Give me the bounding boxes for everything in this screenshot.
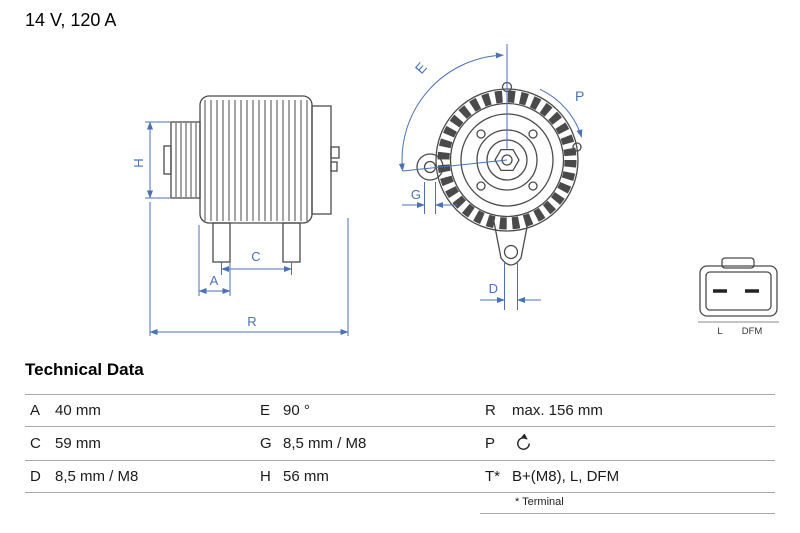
footnote-text: * Terminal bbox=[515, 496, 564, 508]
alternator-technical-drawing: H C A R bbox=[131, 44, 779, 337]
side-view-dimensions: H C A R bbox=[131, 121, 349, 336]
alternator-front-view bbox=[416, 81, 582, 266]
rotation-clockwise-icon bbox=[517, 434, 530, 450]
dimension-label-a: A bbox=[210, 273, 219, 288]
param-value-g: 8,5 mm / M8 bbox=[283, 435, 367, 452]
param-value-c: 59 mm bbox=[55, 435, 101, 452]
connector-pin-label-dfm: DFM bbox=[742, 326, 763, 337]
param-key-r: R bbox=[485, 402, 496, 419]
param-key-c: C bbox=[30, 435, 41, 452]
dimension-label-p: P bbox=[575, 88, 584, 104]
dimension-label-h: H bbox=[131, 158, 146, 167]
front-view-dimensions: E P G D bbox=[398, 44, 584, 310]
param-key-a: A bbox=[30, 402, 41, 419]
technical-data-table: A 40 mm E 90 ° R max. 156 mm C 59 mm G 8… bbox=[25, 394, 775, 493]
param-value-d: 8,5 mm / M8 bbox=[55, 468, 139, 485]
voltage-amperage-title: 14 V, 120 A bbox=[25, 10, 117, 30]
param-value-e: 90 ° bbox=[283, 402, 310, 419]
table-row: A 40 mm E 90 ° R max. 156 mm bbox=[25, 395, 775, 427]
param-value-t: B+(M8), L, DFM bbox=[512, 468, 620, 485]
terminal-footnote: * Terminal bbox=[480, 493, 775, 514]
dimension-label-g: G bbox=[411, 187, 421, 202]
param-value-r: max. 156 mm bbox=[512, 402, 603, 419]
technical-data-heading: Technical Data bbox=[25, 360, 144, 379]
alternator-side-view bbox=[163, 95, 340, 263]
dimension-label-r: R bbox=[247, 314, 256, 329]
param-value-p bbox=[512, 434, 775, 453]
param-key-h: H bbox=[260, 468, 271, 485]
dimension-label-e: E bbox=[412, 59, 430, 77]
param-key-p: P bbox=[485, 435, 496, 452]
param-key-e: E bbox=[260, 402, 271, 419]
param-key-d: D bbox=[30, 468, 41, 485]
technical-data-section: Technical Data A 40 mm E 90 ° R max. 156… bbox=[25, 360, 775, 514]
table-row: D 8,5 mm / M8 H 56 mm T* B+(M8), L, DFM bbox=[25, 461, 775, 493]
connector-pin-label-l: L bbox=[717, 326, 722, 337]
param-key-g: G bbox=[260, 435, 272, 452]
param-value-a: 40 mm bbox=[55, 402, 101, 419]
param-value-h: 56 mm bbox=[283, 468, 329, 485]
table-row: C 59 mm G 8,5 mm / M8 P bbox=[25, 427, 775, 461]
connector-pictogram: L DFM bbox=[698, 257, 779, 337]
param-key-t: T* bbox=[485, 468, 500, 485]
dimension-label-c: C bbox=[251, 249, 260, 264]
dimension-label-d: D bbox=[489, 281, 498, 296]
